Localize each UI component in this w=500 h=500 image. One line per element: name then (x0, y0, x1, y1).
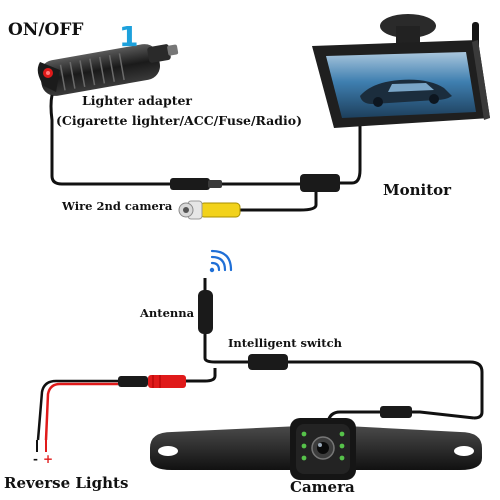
rca-connector (178, 200, 241, 220)
wifi-signal-icon (209, 249, 233, 273)
reverse-lights-label: Reverse Lights (4, 474, 129, 492)
wire-2nd-camera-label: Wire 2nd camera (62, 199, 173, 213)
monitor-junction-box (300, 174, 340, 192)
minus-sign-label: - (33, 452, 38, 466)
on-off-label: ON/OFF (8, 20, 84, 40)
lighter-adapter-label: Lighter adapter (82, 93, 193, 108)
reverse-wire-black (36, 379, 118, 441)
step-number-label: 1 (119, 20, 139, 53)
license-plate-camera (150, 418, 482, 480)
power-plug-red (148, 375, 186, 388)
monitor (312, 14, 490, 128)
antenna-module (198, 290, 213, 334)
camera-label: Camera (290, 478, 355, 496)
monitor-label: Monitor (383, 181, 452, 199)
lighter-options-label: (Cigarette lighter/ACC/Fuse/Radio) (56, 113, 303, 128)
power-wire-connector (170, 178, 210, 190)
power-plug-black (118, 376, 148, 387)
plus-sign-label: + (43, 452, 54, 466)
camera-cable-connector (380, 406, 412, 418)
reverse-wire-red (44, 382, 118, 441)
lighter-adapter (37, 44, 179, 96)
intelligent-switch (248, 354, 288, 370)
power-button-icon (43, 68, 53, 78)
intelligent-switch-label: Intelligent switch (228, 336, 342, 350)
power-wire (49, 94, 170, 186)
antenna-label: Antenna (140, 306, 195, 320)
